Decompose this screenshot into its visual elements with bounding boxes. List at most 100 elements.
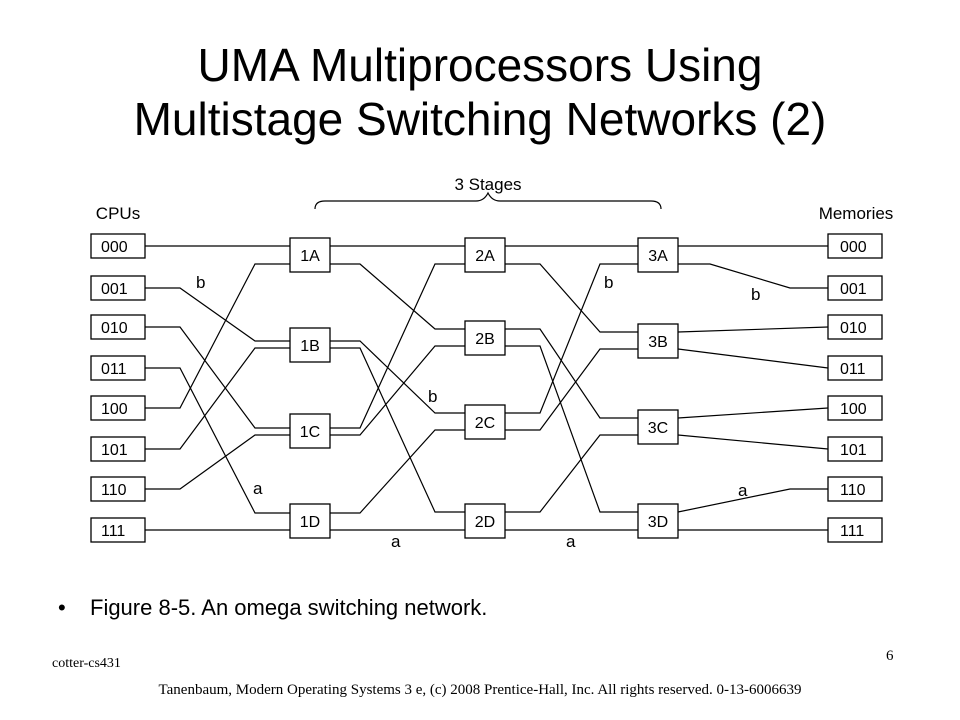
- path-label-b-stage3: b: [604, 273, 613, 292]
- wire: [505, 328, 638, 419]
- slide-title-line-2: Multistage Switching Networks (2): [133, 93, 827, 145]
- switch-box: 3A: [637, 237, 679, 273]
- wire: [505, 345, 638, 513]
- stage-1-column: 1A 1B 1C 1D: [289, 237, 331, 539]
- wire: [677, 407, 829, 419]
- cpu-box: 011: [90, 355, 146, 381]
- cpu-label: 101: [101, 442, 128, 459]
- wire: [678, 263, 828, 289]
- memory-box: 000: [827, 233, 883, 259]
- course-label: cotter-cs431: [52, 656, 121, 671]
- wire: [505, 263, 638, 414]
- cpus-label: CPUs: [96, 204, 140, 223]
- stages-label: 3 Stages: [454, 175, 521, 194]
- path-label-b-cpu: b: [196, 273, 205, 292]
- cpu-box: 110: [90, 476, 146, 502]
- cpu-column: 000 001 010 011 100 101 110 111: [90, 233, 146, 543]
- memory-box: 010: [827, 314, 883, 340]
- switch-label: 3B: [648, 334, 668, 351]
- switch-box: 1C: [289, 413, 331, 449]
- wire: [330, 347, 465, 513]
- wire: [677, 488, 828, 513]
- slide-title: UMA Multiprocessors Using Multistage Swi…: [0, 38, 960, 146]
- memory-label: 101: [840, 442, 867, 459]
- bullet-icon: •: [58, 595, 66, 620]
- path-label-a-23: a: [566, 532, 576, 551]
- wire: [145, 367, 290, 514]
- cpu-box: 000: [90, 233, 146, 259]
- switch-box: 3C: [637, 409, 679, 445]
- cpu-box: 101: [90, 436, 146, 462]
- switch-box: 1A: [289, 237, 331, 273]
- memory-column: 000 001 010 011 100 101 110 111: [827, 233, 883, 543]
- switch-label: 1D: [300, 514, 320, 531]
- copyright-notice: Tanenbaum, Modern Operating Systems 3 e,…: [158, 682, 802, 698]
- switch-box: 2D: [464, 503, 506, 539]
- stages-brace: [314, 191, 662, 210]
- cpu-label: 111: [101, 523, 125, 540]
- memories-label: Memories: [819, 204, 894, 223]
- cpu-label: 110: [101, 482, 127, 499]
- switch-label: 2A: [475, 248, 495, 265]
- wire: [145, 287, 290, 342]
- memory-label: 001: [840, 281, 867, 298]
- cpu-label: 100: [101, 401, 128, 418]
- memory-box: 111: [827, 517, 883, 543]
- wire: [677, 348, 829, 369]
- memory-box: 110: [827, 476, 883, 502]
- wire: [330, 263, 465, 330]
- cpu-box: 100: [90, 395, 146, 421]
- wire: [505, 263, 638, 333]
- wire: [505, 434, 638, 513]
- caption-text: Figure 8-5. An omega switching network.: [90, 595, 488, 620]
- switch-box: 2C: [464, 404, 506, 440]
- switch-box: 3D: [637, 503, 679, 539]
- cpu-box: 001: [90, 275, 146, 301]
- cpu-label: 011: [101, 361, 127, 378]
- memory-label: 110: [840, 482, 866, 499]
- cpu-box: 111: [90, 517, 146, 543]
- memory-label: 111: [840, 523, 864, 540]
- slide-title-line-1: UMA Multiprocessors Using: [197, 39, 763, 91]
- path-label-b-mid: b: [428, 387, 437, 406]
- switch-box: 1B: [289, 327, 331, 363]
- wire: [677, 434, 829, 450]
- cpu-label: 000: [101, 239, 128, 256]
- cpu-box: 010: [90, 314, 146, 340]
- path-label-a-12: a: [391, 532, 401, 551]
- wire: [330, 429, 465, 514]
- wire: [145, 326, 290, 429]
- switch-label: 1C: [300, 424, 320, 441]
- switch-box: 2B: [464, 320, 506, 356]
- memory-label: 000: [840, 239, 867, 256]
- switch-label: 3A: [648, 248, 668, 265]
- memory-box: 101: [827, 436, 883, 462]
- wire: [330, 263, 465, 429]
- wire: [145, 263, 290, 409]
- memory-box: 100: [827, 395, 883, 421]
- switch-box: 1D: [289, 503, 331, 539]
- switch-label: 1B: [300, 338, 320, 355]
- memory-label: 011: [840, 361, 866, 378]
- switch-box: 3B: [637, 323, 679, 359]
- switch-label: 2D: [475, 514, 495, 531]
- path-label-a-mem: a: [738, 481, 748, 500]
- wire: [330, 340, 465, 414]
- switch-label: 3C: [648, 420, 668, 437]
- wire: [677, 326, 829, 333]
- wire: [145, 434, 290, 490]
- stage-3-column: 3A 3B 3C 3D: [637, 237, 679, 539]
- wire: [330, 345, 465, 436]
- switch-label: 1A: [300, 248, 320, 265]
- memory-label: 100: [840, 401, 867, 418]
- switch-label: 3D: [648, 514, 668, 531]
- page-number: 6: [886, 648, 894, 664]
- network-wires: [145, 245, 829, 531]
- path-label-a-cpu: a: [253, 479, 263, 498]
- memory-box: 001: [827, 275, 883, 301]
- cpu-label: 001: [101, 281, 128, 298]
- memory-box: 011: [827, 355, 883, 381]
- memory-label: 010: [840, 320, 867, 337]
- wire: [505, 348, 638, 431]
